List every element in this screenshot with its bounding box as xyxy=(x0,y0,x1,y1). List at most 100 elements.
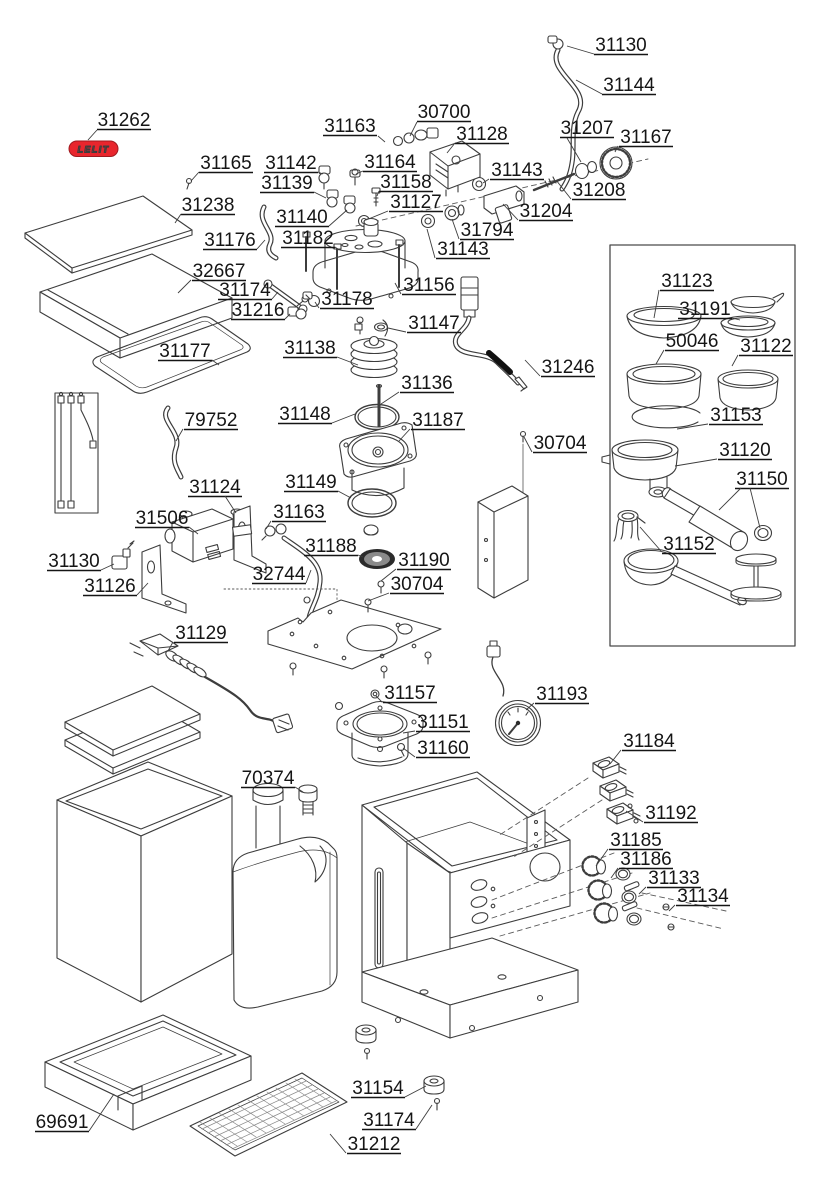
line-art-shape xyxy=(78,391,84,397)
line-art-shape xyxy=(617,441,673,459)
part-number-text: 31156 xyxy=(403,275,454,296)
part-label-30704: 30704 xyxy=(523,433,587,454)
part-label-31246: 31246 xyxy=(524,357,595,378)
line-art-shape xyxy=(533,843,539,849)
main-frame-art xyxy=(361,771,579,1039)
line-art-shape xyxy=(730,586,782,600)
line-art-shape xyxy=(260,205,278,260)
leader-line xyxy=(167,641,174,652)
line-art-shape xyxy=(483,557,489,563)
line-art-shape xyxy=(73,1026,223,1090)
line-art-shape xyxy=(263,279,273,289)
fitting-31178-art xyxy=(302,291,321,308)
line-art-shape xyxy=(164,406,183,479)
part-label-31123: 31123 xyxy=(653,271,714,319)
line-art-shape xyxy=(357,406,397,428)
part-label-31136: 31136 xyxy=(380,373,454,405)
line-art-shape xyxy=(343,720,349,726)
part-label-31185: 31185 xyxy=(595,830,663,867)
line-art-shape xyxy=(57,395,65,404)
line-art-shape xyxy=(346,624,398,652)
line-art-shape xyxy=(394,1016,402,1024)
part-number-text: 31151 xyxy=(417,712,468,733)
leader-line xyxy=(136,582,149,596)
steam-wand-art xyxy=(452,276,528,392)
line-art-shape xyxy=(347,432,409,468)
part-label-31151: 31151 xyxy=(402,712,470,734)
line-art-shape xyxy=(67,395,75,404)
line-art-shape xyxy=(619,766,627,775)
part-label-30700: 30700 xyxy=(409,102,471,137)
line-art-shape xyxy=(515,720,521,726)
line-art-shape xyxy=(68,391,74,397)
line-art-shape xyxy=(68,140,119,157)
part-label-31158: 31158 xyxy=(376,172,433,197)
line-art-shape xyxy=(617,509,639,523)
part-number-text: 31152 xyxy=(663,534,714,555)
line-art-shape xyxy=(601,883,613,899)
leader-line xyxy=(211,359,220,366)
part-number-text: 31187 xyxy=(412,410,463,431)
leader-line xyxy=(100,563,115,571)
line-art-shape xyxy=(146,560,156,574)
line-art-shape xyxy=(388,293,394,299)
bolt-70374-art xyxy=(298,784,318,816)
line-art-shape xyxy=(344,234,358,242)
leader-line xyxy=(87,129,98,141)
leader-line xyxy=(355,170,364,175)
part-number-text: 31150 xyxy=(736,469,787,490)
line-art-shape xyxy=(341,655,347,661)
leader-line xyxy=(525,702,535,711)
part-number-text: 31506 xyxy=(136,508,189,529)
line-art-shape xyxy=(334,701,344,711)
part-label-31186: 31186 xyxy=(610,849,673,879)
line-art-shape xyxy=(347,488,397,518)
hose-31176-art xyxy=(259,204,279,261)
part-label-31142: 31142 xyxy=(264,153,324,175)
line-art-shape xyxy=(277,719,290,731)
line-art-shape xyxy=(547,35,558,44)
part-number-text: 32667 xyxy=(193,261,246,282)
leader-line xyxy=(731,317,741,321)
leader-line xyxy=(377,135,386,143)
leader-line xyxy=(718,487,742,511)
line-art-shape xyxy=(730,292,785,314)
part-number-text: 31140 xyxy=(276,207,327,228)
part-label-31178: 31178 xyxy=(314,289,374,310)
elbow-31216-art xyxy=(287,295,309,320)
part-number-text: 31143 xyxy=(491,160,542,181)
feet-art xyxy=(355,1024,445,1111)
knobs-art xyxy=(581,855,675,931)
part-label-31127: 31127 xyxy=(365,192,443,221)
line-art-shape xyxy=(411,719,417,725)
line-art-shape xyxy=(486,645,501,658)
line-art-shape xyxy=(483,185,525,215)
drip-tray-art xyxy=(44,1014,252,1131)
line-art-shape xyxy=(631,405,701,429)
part-label-31163: 31163 xyxy=(265,502,326,530)
line-art-shape xyxy=(400,749,405,757)
line-art-shape xyxy=(401,425,407,431)
line-art-shape xyxy=(297,619,303,625)
leader-line xyxy=(334,246,340,251)
part-number-text: 31208 xyxy=(573,180,626,201)
leader-line xyxy=(294,786,304,793)
line-art-shape xyxy=(354,244,364,250)
line-art-shape xyxy=(54,392,99,514)
part-number-text: 31154 xyxy=(352,1078,404,1099)
hose-79752-art xyxy=(163,405,184,480)
top-panel-art xyxy=(24,195,193,274)
leader-line xyxy=(668,904,676,912)
line-art-shape xyxy=(197,1077,340,1151)
line-art-shape xyxy=(460,287,479,296)
line-art-shape xyxy=(423,1075,445,1087)
part-label-31262: 31262 xyxy=(87,110,151,141)
line-art-shape xyxy=(372,446,384,458)
line-art-shape xyxy=(267,599,442,670)
leader-line xyxy=(426,228,436,259)
part-label-31147: 31147 xyxy=(387,313,461,334)
line-art-shape xyxy=(99,320,244,389)
part-number-text: 31262 xyxy=(98,110,151,131)
line-art-shape xyxy=(397,623,413,635)
